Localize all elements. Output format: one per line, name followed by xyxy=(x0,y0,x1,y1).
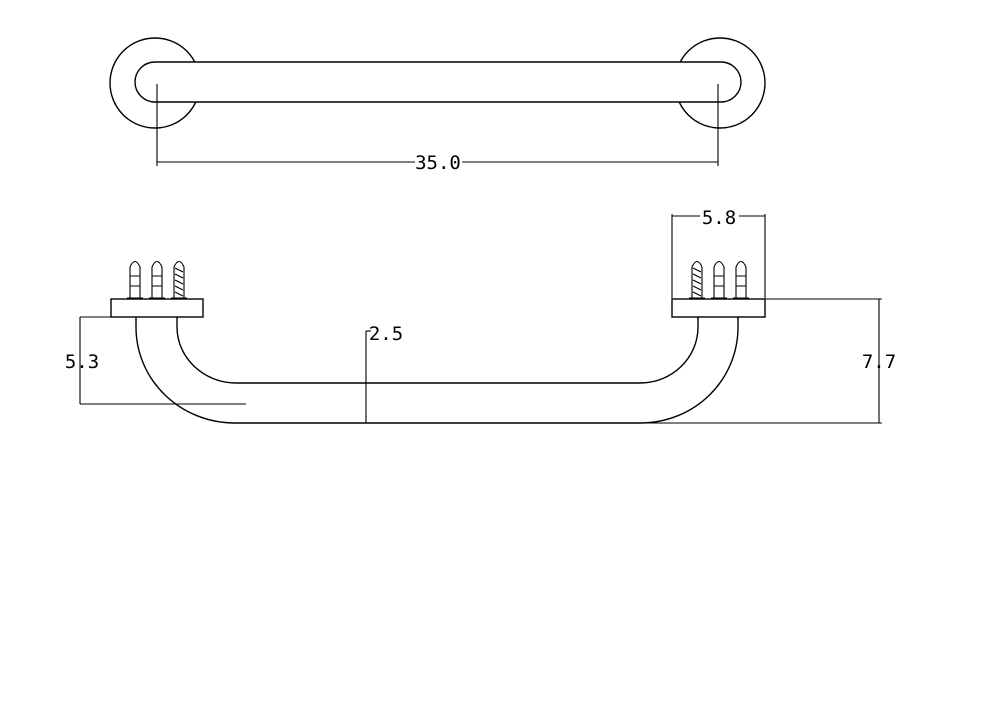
tube-diameter-label: 2.5 xyxy=(369,323,403,345)
top-view: 35.0 xyxy=(109,37,766,174)
right-anchor-screws xyxy=(689,260,749,299)
total-depth-label: 7.7 xyxy=(862,351,896,373)
screw xyxy=(129,260,141,298)
front-view: 5.8 2.5 5.3 7.7 xyxy=(65,207,896,424)
tube-inner-edge xyxy=(176,317,699,384)
bar-top-view xyxy=(134,61,742,103)
screw xyxy=(691,260,703,298)
right-flange-front xyxy=(671,298,766,318)
left-flange-front xyxy=(110,298,204,318)
flange-width-label: 5.8 xyxy=(702,207,736,229)
inner-depth-label: 5.3 xyxy=(65,351,99,373)
overall-length-label: 35.0 xyxy=(415,152,461,174)
screw xyxy=(173,260,185,298)
tube-outer-edge xyxy=(135,317,739,424)
screw xyxy=(151,260,163,298)
screw xyxy=(713,260,725,298)
left-anchor-screws xyxy=(127,260,187,299)
screw xyxy=(735,260,747,298)
